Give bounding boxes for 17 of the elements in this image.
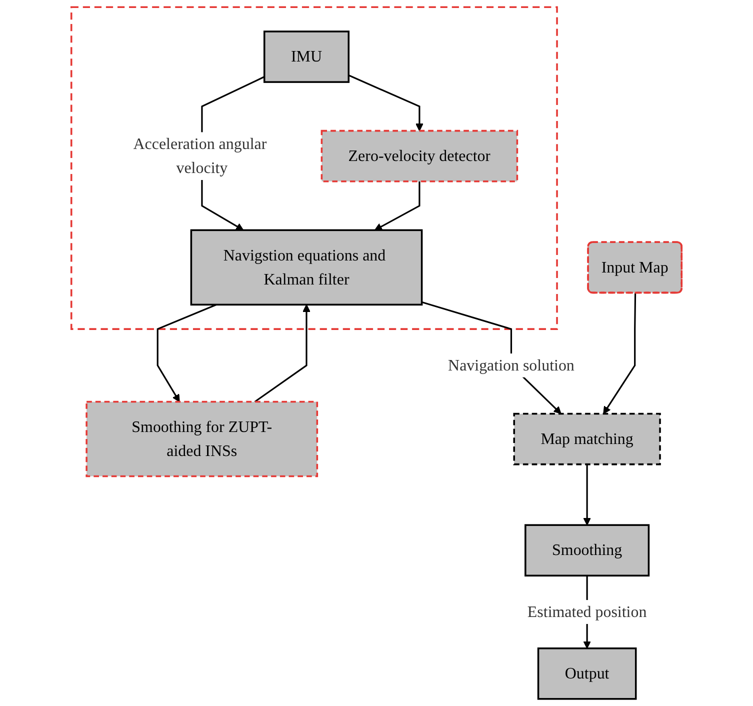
edge-label: Estimated position: [527, 602, 647, 620]
edge-label: Acceleration angular velocity: [133, 134, 267, 176]
node-box: Smoothing: [524, 524, 650, 576]
arrow: [374, 181, 420, 231]
arrow: [348, 74, 424, 132]
node-box: IMU: [263, 30, 350, 83]
node-box: Navigstion equations and Kalman filter: [190, 229, 423, 306]
cluster: [70, 6, 558, 330]
arrow: [583, 464, 591, 526]
edge-label: Navigation solution: [448, 356, 574, 374]
node-box: Map matching: [513, 412, 661, 466]
arrow: [156, 304, 217, 402]
arrow: [603, 293, 636, 414]
node-box: Zero-velocity detector: [320, 130, 518, 182]
arrow: [254, 304, 310, 402]
node-box: Smoothing for ZUPT-aided INSs: [86, 400, 318, 478]
node-box: Output: [537, 647, 637, 700]
